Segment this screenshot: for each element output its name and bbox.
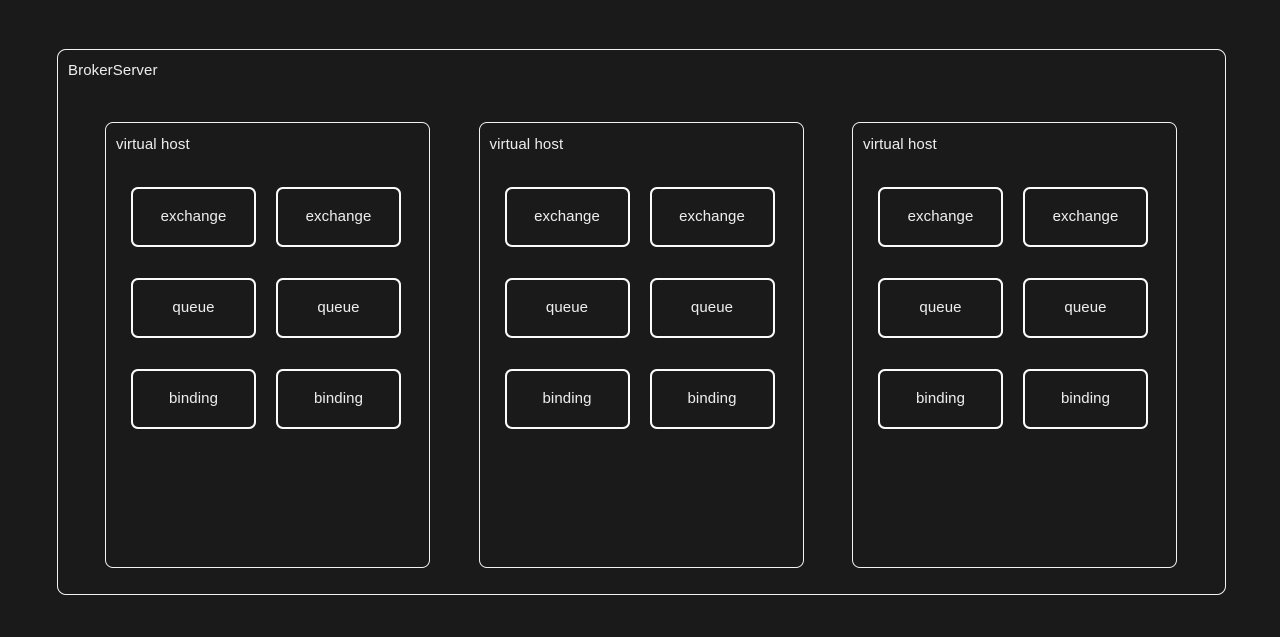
broker-server-title: BrokerServer (68, 62, 158, 79)
binding-row: binding binding (504, 369, 775, 429)
virtual-host-panel-1: virtual host exchange exchange queue que… (105, 122, 430, 568)
exchange-row: exchange exchange (131, 187, 401, 247)
virtual-host-row: virtual host exchange exchange queue que… (105, 122, 1177, 568)
queue-box[interactable]: queue (878, 278, 1003, 338)
binding-row: binding binding (131, 369, 401, 429)
virtual-host-item-grid: exchange exchange queue queue binding bi… (131, 187, 401, 429)
queue-box[interactable]: queue (504, 278, 630, 338)
binding-box[interactable]: binding (1023, 369, 1148, 429)
exchange-box[interactable]: exchange (649, 187, 775, 247)
virtual-host-item-grid: exchange exchange queue queue binding bi… (878, 187, 1148, 429)
queue-box[interactable]: queue (1023, 278, 1148, 338)
binding-box[interactable]: binding (131, 369, 256, 429)
broker-server-frame: BrokerServer virtual host exchange excha… (57, 49, 1226, 595)
exchange-box[interactable]: exchange (276, 187, 401, 247)
queue-row: queue queue (878, 278, 1148, 338)
binding-box[interactable]: binding (276, 369, 401, 429)
queue-box[interactable]: queue (131, 278, 256, 338)
exchange-box[interactable]: exchange (131, 187, 256, 247)
virtual-host-panel-3: virtual host exchange exchange queue que… (852, 122, 1177, 568)
queue-row: queue queue (131, 278, 401, 338)
virtual-host-panel-2: virtual host exchange exchange queue que… (478, 122, 804, 568)
queue-row: queue queue (504, 278, 775, 338)
exchange-row: exchange exchange (878, 187, 1148, 247)
virtual-host-title: virtual host (116, 136, 190, 153)
exchange-box[interactable]: exchange (504, 187, 630, 247)
binding-box[interactable]: binding (649, 369, 775, 429)
virtual-host-item-grid: exchange exchange queue queue binding bi… (504, 187, 775, 429)
virtual-host-title: virtual host (863, 136, 937, 153)
queue-box[interactable]: queue (276, 278, 401, 338)
binding-box[interactable]: binding (878, 369, 1003, 429)
exchange-row: exchange exchange (504, 187, 775, 247)
exchange-box[interactable]: exchange (878, 187, 1003, 247)
binding-row: binding binding (878, 369, 1148, 429)
binding-box[interactable]: binding (504, 369, 630, 429)
exchange-box[interactable]: exchange (1023, 187, 1148, 247)
virtual-host-title: virtual host (489, 136, 564, 153)
queue-box[interactable]: queue (649, 278, 775, 338)
